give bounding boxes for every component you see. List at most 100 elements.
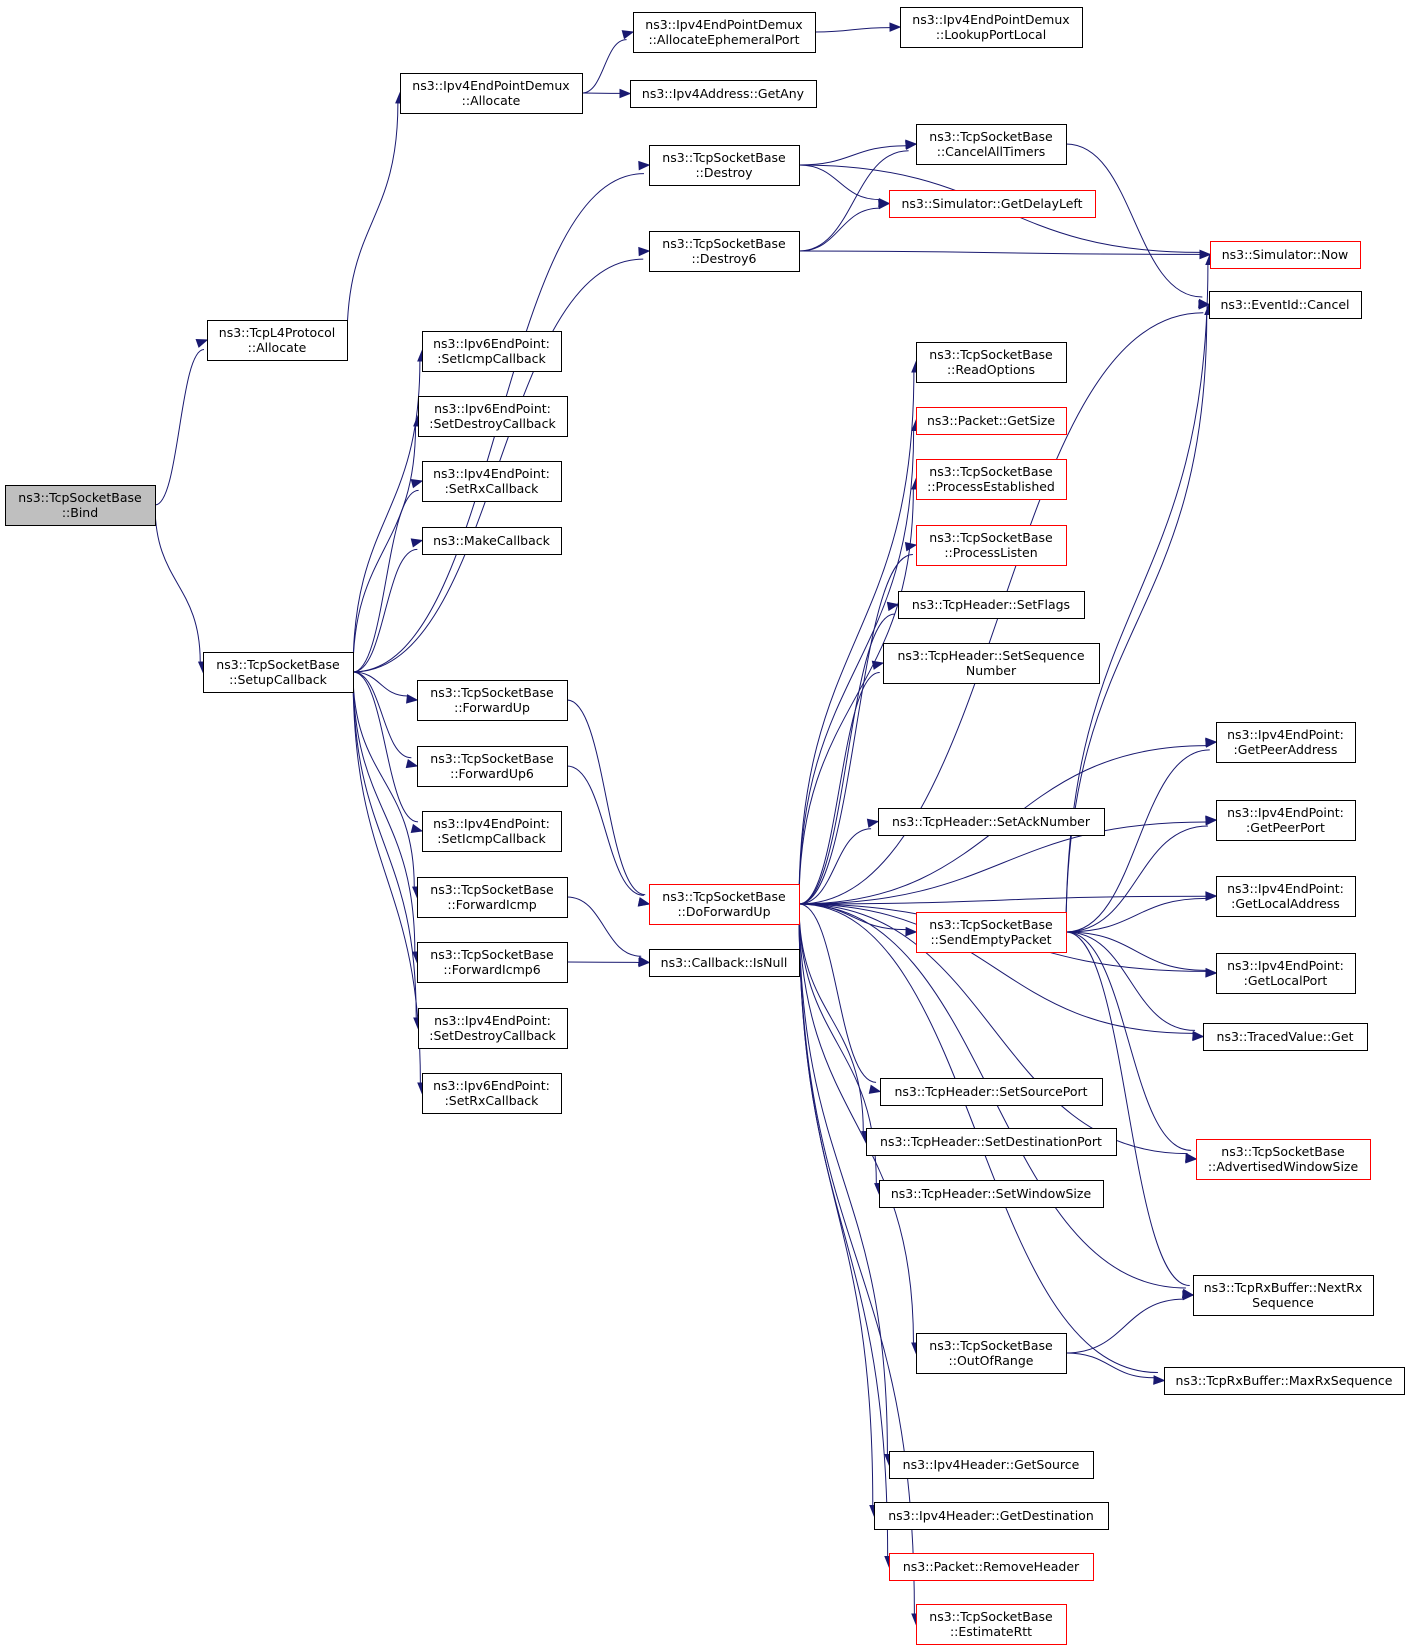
call-edge-line [798, 613, 895, 905]
node-box [633, 12, 816, 53]
arrow-head-icon [905, 926, 918, 937]
nodes-layer: ns3::TcpSocketBase::Bind ns3::TcpL4Protoc… [5, 7, 1405, 1645]
node-process-listen[interactable]: ns3::TcpSocketBase::ProcessListen [916, 525, 1067, 566]
node-lookup-port-local[interactable]: ns3::Ipv4EndPointDemux::LookupPortLocal [900, 7, 1083, 48]
call-edge [798, 660, 885, 905]
node-eventid-cancel[interactable]: ns3::EventId::Cancel [1209, 291, 1362, 319]
node-label-line: ns3::TcpSocketBase [929, 530, 1053, 545]
node-label-line: ns3::Ipv4EndPoint: [434, 1013, 551, 1028]
node-label-line: ::DoForwardUp [677, 904, 770, 919]
node-tcph-set-flags[interactable]: ns3::TcpHeader::SetFlags [898, 591, 1085, 619]
node-out-of-range[interactable]: ns3::TcpSocketBase::OutOfRange [916, 1333, 1067, 1374]
node-ipv4ep-get-local-port[interactable]: ns3::Ipv4EndPoint::GetLocalPort [1216, 953, 1356, 994]
node-destroy[interactable]: ns3::TcpSocketBase::Destroy [649, 145, 800, 186]
arrow-head-icon [866, 818, 880, 828]
node-ipv4ep-set-rx-cb[interactable]: ns3::Ipv4EndPoint::SetRxCallback [422, 461, 562, 502]
node-box [5, 485, 156, 526]
node-destroy6[interactable]: ns3::TcpSocketBase::Destroy6 [649, 231, 800, 272]
node-ipv6ep-set-rx-cb[interactable]: ns3::Ipv6EndPoint::SetRxCallback [422, 1073, 562, 1114]
arrow-head-icon [406, 694, 419, 704]
node-process-established[interactable]: ns3::TcpSocketBase::ProcessEstablished [916, 459, 1067, 500]
node-label-line: ns3::TcpSocketBase [662, 150, 786, 165]
node-label-line: ns3::Packet::GetSize [927, 413, 1055, 428]
node-read-options[interactable]: ns3::TcpSocketBase::ReadOptions [916, 342, 1067, 383]
node-label-line: ::ForwardIcmp [447, 897, 536, 912]
node-label-line: ::CancelAllTimers [937, 144, 1046, 159]
node-tcph-set-window-size[interactable]: ns3::TcpHeader::SetWindowSize [879, 1180, 1104, 1208]
node-tcph-set-ack-number[interactable]: ns3::TcpHeader::SetAckNumber [878, 808, 1105, 836]
node-callback-isnull[interactable]: ns3::Callback::IsNull [649, 949, 800, 977]
node-ipv4ep-get-local-address[interactable]: ns3::Ipv4EndPoint::GetLocalAddress [1216, 876, 1356, 917]
node-bind[interactable]: ns3::TcpSocketBase::Bind [5, 485, 156, 526]
node-label-line: ns3::Ipv4EndPointDemux [645, 17, 802, 32]
call-edge-line [352, 671, 421, 1084]
node-label-line: ::ReadOptions [947, 362, 1035, 377]
call-edge-line [798, 903, 915, 1615]
node-alloc-ephemeral[interactable]: ns3::Ipv4EndPointDemux::AllocateEphemera… [633, 12, 816, 53]
node-forward-icmp6[interactable]: ns3::TcpSocketBase::ForwardIcmp6 [417, 942, 568, 983]
node-box [900, 7, 1083, 48]
node-do-forward-up[interactable]: ns3::TcpSocketBase::DoForwardUp [649, 884, 800, 925]
node-label-line: ns3::TcpSocketBase [929, 1338, 1053, 1353]
node-label-line: ns3::TracedValue::Get [1217, 1029, 1354, 1044]
node-tcpl4-allocate[interactable]: ns3::TcpL4Protocol::Allocate [207, 320, 348, 361]
arrow-head-icon [621, 30, 635, 40]
node-forward-up6[interactable]: ns3::TcpSocketBase::ForwardUp6 [417, 746, 568, 787]
node-packet-remove-header[interactable]: ns3::Packet::RemoveHeader [889, 1553, 1094, 1581]
node-label-line: ::Destroy [695, 165, 753, 180]
call-edge-line [1065, 931, 1196, 1031]
call-edge [352, 671, 422, 899]
call-edge-line [581, 39, 627, 94]
node-packet-getsize[interactable]: ns3::Packet::GetSize [916, 407, 1067, 435]
node-label-line: ns3::TcpSocketBase [430, 947, 554, 962]
call-edge [1065, 1352, 1166, 1385]
call-edge-line [566, 765, 644, 896]
node-box [1193, 1275, 1374, 1316]
node-ipv4ep-set-icmp-cb[interactable]: ns3::Ipv4EndPoint::SetIcmpCallback [422, 811, 562, 852]
node-forward-up[interactable]: ns3::TcpSocketBase::ForwardUp [417, 680, 568, 721]
node-demux-allocate[interactable]: ns3::Ipv4EndPointDemux::Allocate [400, 73, 583, 114]
node-traced-value-get[interactable]: ns3::TracedValue::Get [1203, 1023, 1368, 1051]
node-make-callback[interactable]: ns3::MakeCallback [422, 527, 562, 555]
node-advertised-window-size[interactable]: ns3::TcpSocketBase::AdvertisedWindowSize [1196, 1139, 1371, 1180]
node-tcph-set-destination-port[interactable]: ns3::TcpHeader::SetDestinationPort [866, 1128, 1117, 1156]
node-box [889, 1553, 1094, 1581]
call-edge-line [352, 671, 415, 888]
arrow-head-icon [405, 758, 419, 769]
node-ipv4ep-get-peer-address[interactable]: ns3::Ipv4EndPoint::GetPeerAddress [1216, 722, 1356, 763]
node-forward-icmp[interactable]: ns3::TcpSocketBase::ForwardIcmp [417, 877, 568, 918]
node-sim-get-delay-left[interactable]: ns3::Simulator::GetDelayLeft [889, 190, 1096, 218]
node-tcph-set-source-port[interactable]: ns3::TcpHeader::SetSourcePort [880, 1078, 1103, 1106]
node-label-line: :GetPeerAddress [1234, 742, 1338, 757]
node-send-empty-packet[interactable]: ns3::TcpSocketBase::SendEmptyPacket [916, 912, 1067, 953]
node-box [889, 190, 1096, 218]
node-ipv6ep-set-destroy-cb[interactable]: ns3::Ipv6EndPoint::SetDestroyCallback [418, 396, 568, 437]
node-rxbuf-max-rx-sequence[interactable]: ns3::TcpRxBuffer::MaxRxSequence [1164, 1367, 1405, 1395]
node-ipv4h-get-source[interactable]: ns3::Ipv4Header::GetSource [889, 1451, 1094, 1479]
node-ipv6ep-set-icmp-cb[interactable]: ns3::Ipv6EndPoint::SetIcmpCallback [422, 331, 562, 372]
arrow-head-icon [1205, 738, 1218, 748]
node-ipv4ep-get-peer-port[interactable]: ns3::Ipv4EndPoint::GetPeerPort [1216, 800, 1356, 841]
node-estimate-rtt[interactable]: ns3::TcpSocketBase::EstimateRtt [916, 1604, 1067, 1645]
node-box [878, 808, 1105, 836]
node-ipv4addr-getany[interactable]: ns3::Ipv4Address::GetAny [630, 80, 817, 108]
node-sim-now[interactable]: ns3::Simulator::Now [1210, 241, 1361, 269]
node-label-line: ns3::Packet::RemoveHeader [903, 1559, 1080, 1574]
node-ipv4ep-set-destroy-cb[interactable]: ns3::Ipv4EndPoint::SetDestroyCallback [418, 1008, 568, 1049]
node-setup-callback[interactable]: ns3::TcpSocketBase::SetupCallback [203, 652, 354, 693]
node-cancel-all-timers[interactable]: ns3::TcpSocketBase::CancelAllTimers [916, 124, 1067, 165]
call-edge [581, 30, 635, 94]
call-edge [566, 896, 651, 966]
arrow-head-icon [1182, 1290, 1195, 1301]
call-edge-line [1065, 931, 1207, 971]
node-ipv4h-get-destination[interactable]: ns3::Ipv4Header::GetDestination [874, 1502, 1109, 1530]
node-label-line: ns3::TcpL4Protocol [219, 325, 335, 340]
node-label-line: ns3::TcpRxBuffer::MaxRxSequence [1176, 1373, 1393, 1388]
arrow-head-icon [889, 22, 902, 32]
call-edge [352, 349, 427, 673]
node-label-line: Sequence [1252, 1295, 1314, 1310]
node-label-line: :SetDestroyCallback [429, 1028, 556, 1043]
arrow-head-icon [638, 957, 651, 968]
